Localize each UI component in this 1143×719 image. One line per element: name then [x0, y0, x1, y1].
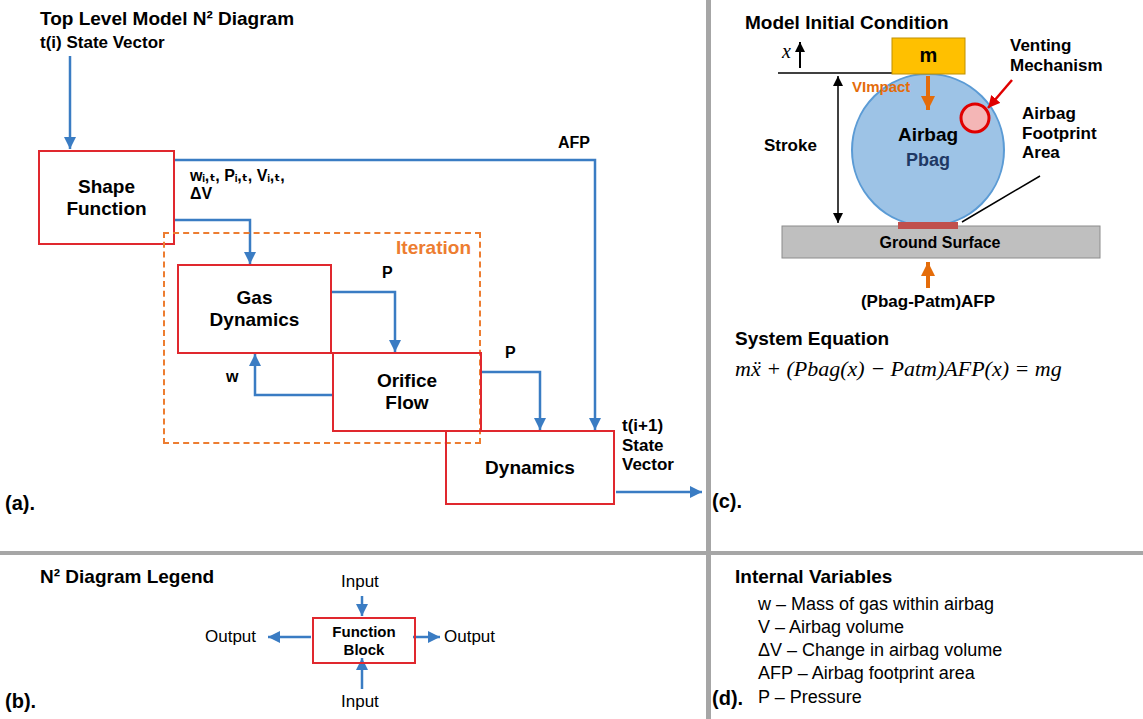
function-block: Function Block [312, 617, 416, 664]
ground-label: Ground Surface [870, 234, 1010, 252]
data-flow-arrow [175, 220, 250, 264]
vent-orifice [961, 104, 989, 132]
force-arrow [926, 262, 930, 288]
variable-definition: AFP – Airbag footprint area [758, 663, 975, 684]
panel-title: Model Initial Condition [745, 12, 949, 34]
part-label: Airbag Footprint Area [1022, 104, 1117, 163]
diagram-title: Top Level Model N² Diagram [40, 8, 294, 30]
impact-arrow [926, 76, 930, 110]
signal-label: w [226, 368, 238, 386]
panel-title: Internal Variables [735, 566, 892, 588]
panel-letter: (a). [5, 492, 35, 515]
data-flow-arrow [255, 354, 332, 395]
stroke-dimension [837, 76, 839, 223]
legend-label: Input [341, 572, 379, 592]
part-label: Venting Mechanism [1010, 36, 1115, 75]
mass-label: m [892, 44, 965, 67]
legend-label: Output [205, 627, 256, 647]
signal-label: P [382, 264, 393, 282]
section-title: System Equation [735, 328, 889, 350]
variable-definition: ΔV – Change in airbag volume [758, 640, 1002, 661]
equation: mẍ + (Pbag(x) − Patm)AFP(x) = mg [735, 356, 1062, 381]
output-arrow [268, 636, 311, 639]
ground-surface [782, 226, 1100, 258]
block-label: Gas Dynamics [200, 287, 310, 331]
axis-label: x [782, 40, 791, 63]
function-block: Gas Dynamics [177, 264, 332, 354]
signal-label: P [505, 344, 516, 362]
airbag [852, 74, 1004, 226]
pressure-label: Pbag [868, 150, 988, 171]
legend-label: Input [341, 692, 379, 712]
iteration-group: Gas DynamicsOrifice Flow Iteration [163, 232, 481, 444]
output-arrow [413, 636, 440, 639]
part-label: Airbag [868, 124, 988, 146]
variable-definition: V – Airbag volume [758, 617, 904, 638]
data-flow-arrow [332, 292, 395, 352]
legend-label: Output [444, 627, 495, 647]
variable-definition: P – Pressure [758, 687, 862, 708]
panel-letter: (d). [712, 687, 743, 710]
output-arrow [616, 491, 702, 494]
force-label: (Pbag-Patm)AFP [840, 292, 1016, 312]
stroke-tick [778, 72, 892, 74]
data-flow-arrow [175, 160, 595, 430]
panel-letter: (b). [5, 690, 36, 713]
block-label: Shape Function [52, 176, 162, 220]
block-label: Orifice Flow [357, 370, 457, 414]
dimension-label: Stroke [764, 136, 817, 156]
mass-block [892, 38, 965, 74]
panel-divider [0, 551, 1143, 555]
axis-arrow [799, 42, 801, 68]
panel-letter: (c). [712, 490, 742, 513]
function-block: Shape Function [38, 150, 175, 245]
function-block: Dynamics [445, 430, 615, 505]
panel-divider [706, 0, 711, 719]
signal-label: wᵢ,ₜ, Pᵢ,ₜ, Vᵢ,ₜ, ΔV [190, 167, 302, 204]
footprint-area [898, 222, 958, 229]
velocity-label: VImpact [852, 78, 910, 95]
leader-line [988, 80, 1012, 108]
block-label: Function Block [319, 623, 409, 658]
input-arrow [69, 56, 72, 149]
signal-label: AFP [558, 134, 590, 152]
leader-line [962, 176, 1040, 222]
function-block: Orifice Flow [332, 352, 482, 432]
input-label: t(i) State Vector [40, 33, 165, 53]
output-label: t(i+1) State Vector [622, 416, 702, 475]
variable-definition: w – Mass of gas within airbag [758, 594, 994, 615]
group-label: Iteration [396, 237, 471, 259]
panel-title: N² Diagram Legend [40, 566, 214, 588]
block-label: Dynamics [485, 457, 575, 479]
data-flow-arrow [482, 372, 540, 430]
input-arrow [361, 596, 364, 616]
